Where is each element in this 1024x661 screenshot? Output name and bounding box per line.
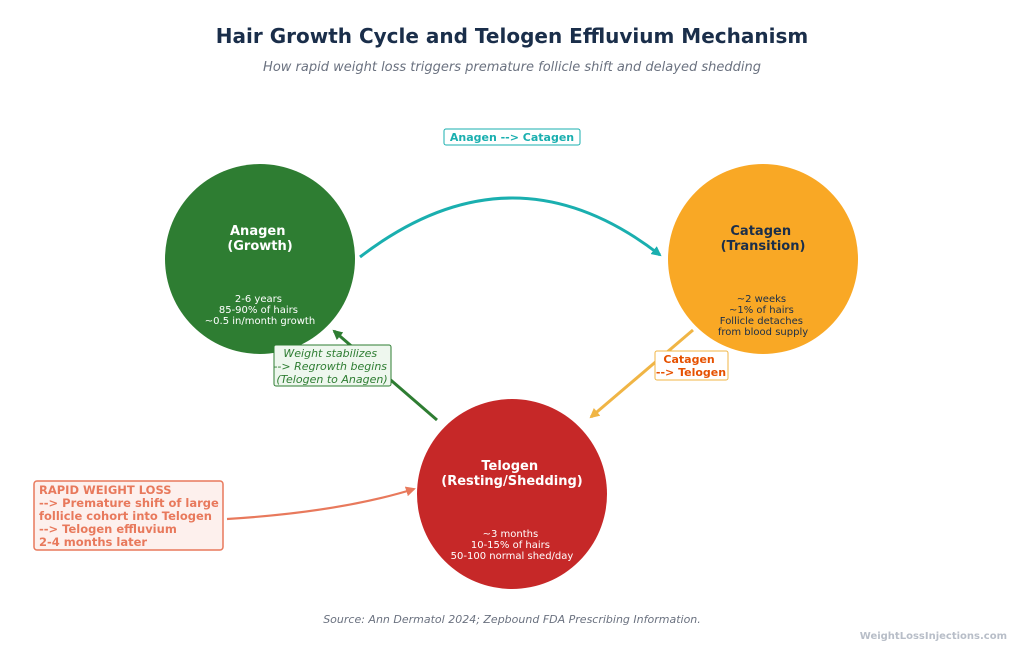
anagen-circle [165, 164, 355, 354]
telogen-detail-line: ~3 months [483, 529, 539, 540]
label-catagen-to-telogen: Catagen --> Telogen [654, 350, 729, 381]
trigger-line: 2-4 months later [39, 535, 147, 549]
catagen-detail-line: ~2 weeks [737, 294, 786, 305]
catagen-detail-line: from blood supply [718, 327, 808, 338]
anagen-node: Anagen (Growth) 2-6 years 85-90% of hair… [165, 164, 355, 354]
catagen-detail-line: ~1% of hairs [729, 305, 794, 316]
label-box [273, 344, 392, 387]
label-anagen-to-catagen: Anagen --> Catagen [443, 128, 581, 146]
telogen-title: Telogen (Resting/Shedding) [441, 459, 583, 489]
telogen-circle [417, 399, 607, 589]
label-line: Catagen [663, 353, 714, 366]
telogen-title-line: (Resting/Shedding) [441, 474, 583, 489]
anagen-details: 2-6 years 85-90% of hairs ~0.5 in/month … [205, 294, 315, 327]
anagen-detail-line: 2-6 years [235, 294, 282, 305]
trigger-line: follicle cohort into Telogen [39, 509, 212, 523]
anagen-title: Anagen (Growth) [227, 224, 292, 254]
trigger-line: --> Premature shift of large [39, 496, 219, 510]
label-line: --> Telogen [656, 366, 726, 379]
label-line: (Telogen to Anagen) [276, 373, 387, 386]
catagen-title: Catagen (Transition) [721, 224, 806, 254]
arrow-catagen-to-telogen [589, 328, 694, 419]
anagen-detail-line: 85-90% of hairs [219, 305, 298, 316]
anagen-detail-line: ~0.5 in/month growth [205, 316, 315, 327]
page-subtitle: How rapid weight loss triggers premature… [263, 60, 761, 75]
page-title: Hair Growth Cycle and Telogen Effluvium … [216, 24, 808, 48]
catagen-title-line: Catagen [730, 224, 791, 239]
label-text: Anagen --> Catagen [450, 131, 574, 144]
telogen-detail-line: 50-100 normal shed/day [451, 551, 574, 562]
telogen-details: ~3 months 10-15% of hairs 50-100 normal … [451, 529, 574, 562]
label-text: Weight stabilizes --> Regrowth begins (T… [273, 347, 390, 386]
catagen-title-line: (Transition) [721, 239, 806, 254]
anagen-title-line: Anagen [230, 224, 285, 239]
anagen-title-line: (Growth) [227, 239, 292, 254]
arrow-anagen-to-catagen [359, 196, 662, 259]
source-note: Source: Ann Dermatol 2024; Zepbound FDA … [323, 613, 701, 626]
trigger-box [33, 480, 224, 551]
trigger-text: RAPID WEIGHT LOSS --> Premature shift of… [39, 483, 223, 549]
label-line: Weight stabilizes [283, 347, 377, 360]
trigger-rapid-weight-loss: RAPID WEIGHT LOSS --> Premature shift of… [33, 480, 224, 551]
trigger-line: RAPID WEIGHT LOSS [39, 483, 172, 497]
arrow-trigger-to-telogen [226, 486, 416, 521]
watermark: WeightLossInjections.com [860, 631, 1007, 642]
catagen-details: ~2 weeks ~1% of hairs Follicle detaches … [718, 294, 808, 338]
catagen-node: Catagen (Transition) ~2 weeks ~1% of hai… [668, 164, 858, 354]
telogen-title-line: Telogen [481, 459, 538, 474]
label-telogen-to-anagen: Weight stabilizes --> Regrowth begins (T… [273, 344, 392, 387]
trigger-line: --> Telogen effluvium [39, 522, 177, 536]
label-box [654, 350, 729, 381]
label-box [443, 128, 581, 146]
telogen-detail-line: 10-15% of hairs [471, 540, 550, 551]
telogen-node: Telogen (Resting/Shedding) ~3 months 10-… [417, 399, 607, 589]
catagen-circle [668, 164, 858, 354]
catagen-detail-line: Follicle detaches [720, 316, 803, 327]
label-line: --> Regrowth begins [273, 360, 387, 373]
label-text: Catagen --> Telogen [656, 353, 726, 379]
